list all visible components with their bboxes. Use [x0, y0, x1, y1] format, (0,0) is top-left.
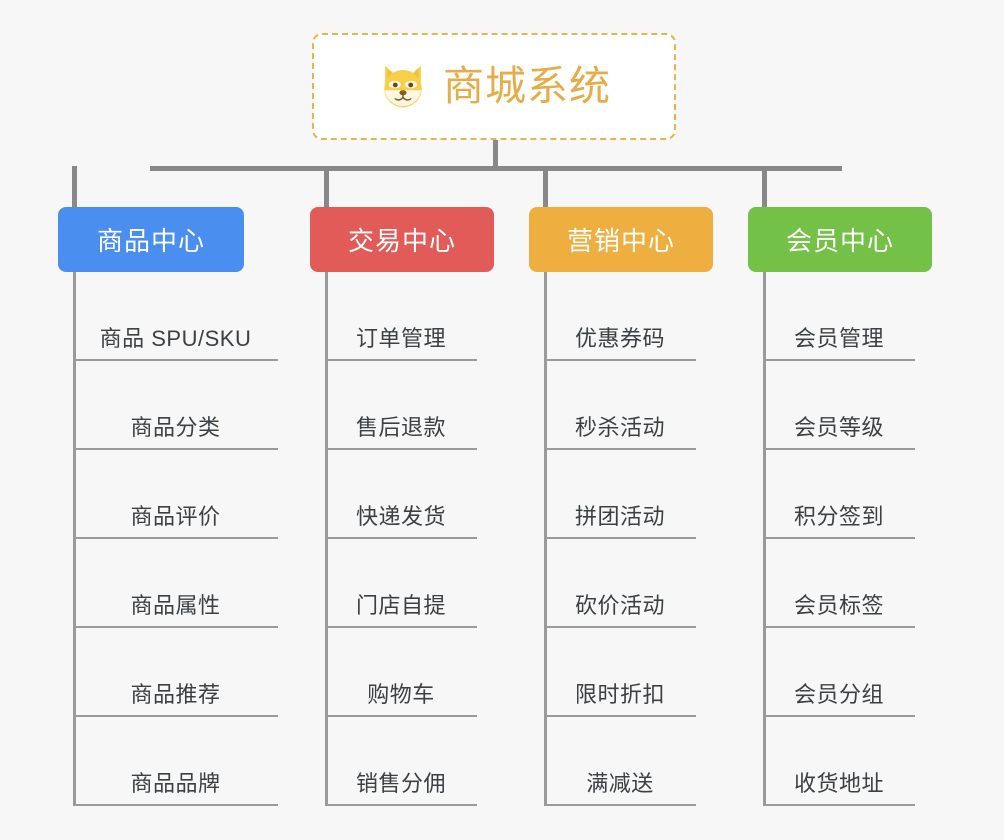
branch-spine — [325, 272, 328, 806]
connector-drop-3 — [543, 166, 548, 208]
category-box-1[interactable]: 商品中心 — [58, 207, 244, 272]
branch-2: 订单管理售后退款快递发货门店自提购物车销售分佣 — [325, 272, 477, 806]
leaf-item[interactable]: 门店自提 — [325, 539, 477, 628]
leaf-item-label: 拼团活动 — [574, 504, 665, 529]
leaf-item[interactable]: 优惠券码 — [544, 272, 696, 361]
branch-3: 优惠券码秒杀活动拼团活动砍价活动限时折扣满减送 — [544, 272, 696, 806]
leaf-item-label: 商品评价 — [130, 504, 221, 529]
leaf-item-label: 销售分佣 — [355, 771, 446, 796]
category-label: 交易中心 — [347, 226, 456, 256]
leaf-item-label: 门店自提 — [355, 593, 446, 618]
leaf-item-label: 商品属性 — [130, 593, 221, 618]
leaf-item[interactable]: 收货地址 — [763, 717, 915, 806]
leaf-item-label: 会员标签 — [793, 593, 884, 618]
leaf-item-label: 秒杀活动 — [574, 415, 665, 440]
leaf-item[interactable]: 拼团活动 — [544, 450, 696, 539]
connector-root-stem — [493, 140, 498, 168]
leaf-item[interactable]: 砍价活动 — [544, 539, 696, 628]
shiba-dog-face-icon — [384, 65, 422, 107]
leaf-item[interactable]: 会员标签 — [763, 539, 915, 628]
leaf-item-label: 商品分类 — [130, 415, 221, 440]
branch-1: 商品 SPU/SKU 商品分类商品评价商品属性商品推荐商品品牌 — [73, 272, 278, 806]
root-title: 商城系统 — [443, 63, 611, 109]
leaf-item-label: 购物车 — [367, 682, 435, 707]
leaf-item-label: 快递发货 — [355, 504, 446, 529]
leaf-item-label: 会员等级 — [793, 415, 884, 440]
leaf-item[interactable]: 订单管理 — [325, 272, 477, 361]
connector-drop-1 — [72, 166, 77, 208]
leaf-item[interactable]: 积分签到 — [763, 450, 915, 539]
leaf-item[interactable]: 会员等级 — [763, 361, 915, 450]
leaf-item-label: 优惠券码 — [574, 326, 665, 351]
leaf-item-label: 会员分组 — [793, 682, 884, 707]
leaf-item-label: 商品推荐 — [130, 682, 221, 707]
leaf-item-label: 订单管理 — [355, 326, 446, 351]
connector-horizontal-bus — [150, 166, 842, 171]
leaf-item-label: 限时折扣 — [574, 682, 665, 707]
category-label: 商品中心 — [96, 226, 205, 256]
leaf-item[interactable]: 限时折扣 — [544, 628, 696, 717]
branch-spine — [73, 272, 76, 806]
leaf-item[interactable]: 快递发货 — [325, 450, 477, 539]
leaf-item-label: 积分签到 — [793, 504, 884, 529]
category-box-4[interactable]: 会员中心 — [748, 207, 932, 272]
category-box-2[interactable]: 交易中心 — [310, 207, 494, 272]
connector-drop-2 — [324, 166, 329, 208]
leaf-item[interactable]: 商品 SPU/SKU — [73, 272, 278, 361]
leaf-item[interactable]: 购物车 — [325, 628, 477, 717]
leaf-item-label: 商品 SPU/SKU — [99, 326, 252, 351]
leaf-item[interactable]: 商品品牌 — [73, 717, 278, 806]
leaf-item[interactable]: 会员管理 — [763, 272, 915, 361]
leaf-item-label: 满减送 — [586, 771, 654, 796]
leaf-item-label: 售后退款 — [355, 415, 446, 440]
leaf-item[interactable]: 商品推荐 — [73, 628, 278, 717]
root-node[interactable]: 商城系统 — [312, 33, 676, 140]
leaf-item-label: 会员管理 — [793, 326, 884, 351]
branch-spine — [544, 272, 547, 806]
leaf-item[interactable]: 满减送 — [544, 717, 696, 806]
category-box-3[interactable]: 营销中心 — [529, 207, 713, 272]
leaf-item-label: 商品品牌 — [130, 771, 221, 796]
leaf-item[interactable]: 秒杀活动 — [544, 361, 696, 450]
branch-spine — [763, 272, 766, 806]
category-label: 会员中心 — [785, 226, 894, 256]
connector-drop-4 — [762, 166, 767, 208]
leaf-item[interactable]: 商品分类 — [73, 361, 278, 450]
leaf-item[interactable]: 会员分组 — [763, 628, 915, 717]
leaf-item[interactable]: 商品属性 — [73, 539, 278, 628]
leaf-item[interactable]: 售后退款 — [325, 361, 477, 450]
category-label: 营销中心 — [566, 226, 675, 256]
leaf-item[interactable]: 销售分佣 — [325, 717, 477, 806]
branch-4: 会员管理会员等级积分签到会员标签会员分组收货地址 — [763, 272, 915, 806]
leaf-item-label: 收货地址 — [793, 771, 884, 796]
leaf-item[interactable]: 商品评价 — [73, 450, 278, 539]
leaf-item-label: 砍价活动 — [574, 593, 665, 618]
